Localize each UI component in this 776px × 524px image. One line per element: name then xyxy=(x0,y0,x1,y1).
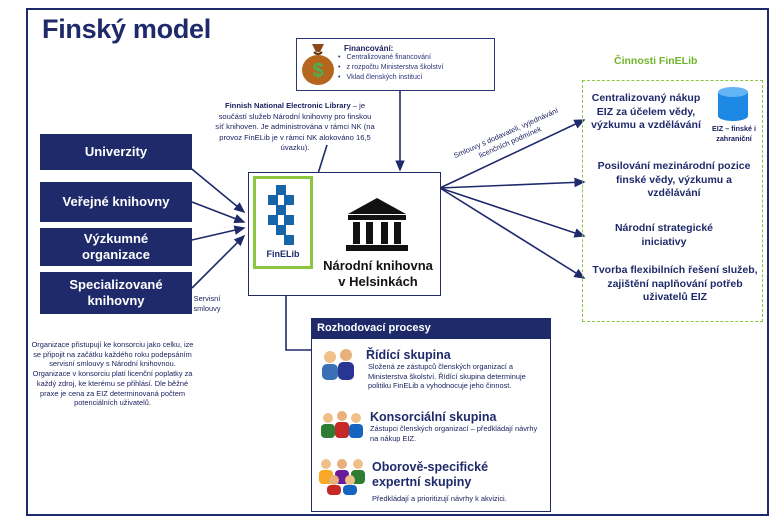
financing-title: Financování: xyxy=(344,44,394,53)
member-verejne-knihovny: Veřejné knihovny xyxy=(40,182,192,222)
group-text: Zástupci členských organizací – předklád… xyxy=(370,424,538,443)
nel-description-text: – je součástí služeb Národní knihovny pr… xyxy=(215,101,375,153)
national-library-label: Národní knihovna v Helsinkách xyxy=(323,258,433,289)
financing-item: Centralizované financování xyxy=(338,53,443,63)
arrow-act-2 xyxy=(439,177,586,189)
service-contracts-label: Servisní smlouvy xyxy=(193,294,221,313)
activities-box xyxy=(582,80,763,322)
page-title: Finský model xyxy=(42,14,211,44)
arrow-act-3 xyxy=(439,187,586,238)
arrow-verejne xyxy=(191,201,246,224)
activity-item: Centralizovaný nákup EIZ za účelem vědy,… xyxy=(591,92,701,131)
activity-item: Národní strategické iniciativy xyxy=(614,222,714,248)
finelib-logo: FinELib xyxy=(253,176,313,269)
activity-item: Posilování mezinárodní pozice finské věd… xyxy=(597,160,751,199)
arrow-decision xyxy=(281,270,311,351)
group-title: Řídící skupina xyxy=(366,348,451,362)
organizations-text: Organizace přistupují ke konsorciu jako … xyxy=(31,340,194,408)
group-title: Konsorciální skupina xyxy=(370,410,497,424)
arrow-act-1 xyxy=(439,119,586,189)
finelib-logo-icon xyxy=(268,185,294,245)
database-icon xyxy=(718,87,748,121)
consortium-group-icon xyxy=(321,411,363,438)
database-label: EIZ – finské i zahraniční xyxy=(712,124,756,143)
svg-text:$: $ xyxy=(312,60,323,82)
financing-list: Centralizované financování z rozpočtu Mi… xyxy=(338,53,443,83)
arrow-specializovane xyxy=(191,234,246,289)
money-bag-icon: $ xyxy=(302,44,334,85)
nel-description: Finnish National Electronic Library – je… xyxy=(214,101,376,154)
financing-item: z rozpočtu Ministerstva školství xyxy=(338,63,443,73)
steering-group-icon xyxy=(322,349,354,380)
arrow-act-4 xyxy=(439,187,586,279)
member-vyzkumne-organizace: Výzkumné organizace xyxy=(40,228,192,266)
arrow-vyzkumne xyxy=(191,225,246,241)
nel-description-bold: Finnish National Electronic Library xyxy=(224,101,351,110)
group-text: Předkládají a prioritizují návrhy k akvi… xyxy=(372,494,507,503)
financing-item: Vklad členských institucí xyxy=(338,73,443,83)
expert-groups-icon xyxy=(319,459,365,495)
finelib-logo-text: FinELib xyxy=(266,249,300,259)
group-text: Složená ze zástupců členských organizací… xyxy=(368,362,526,391)
activity-item: Tvorba flexibilních řešení služeb, zajiš… xyxy=(592,264,758,303)
group-title: Oborově-specifické expertní skupiny xyxy=(372,460,489,489)
activities-title: Činnosti FinELib xyxy=(614,55,698,67)
decision-title: Rozhodovací procesy xyxy=(311,318,551,339)
member-specializovane-knihovny: Specializované knihovny xyxy=(40,272,192,314)
member-univerzity: Univerzity xyxy=(40,134,192,170)
library-building-icon xyxy=(346,198,408,251)
